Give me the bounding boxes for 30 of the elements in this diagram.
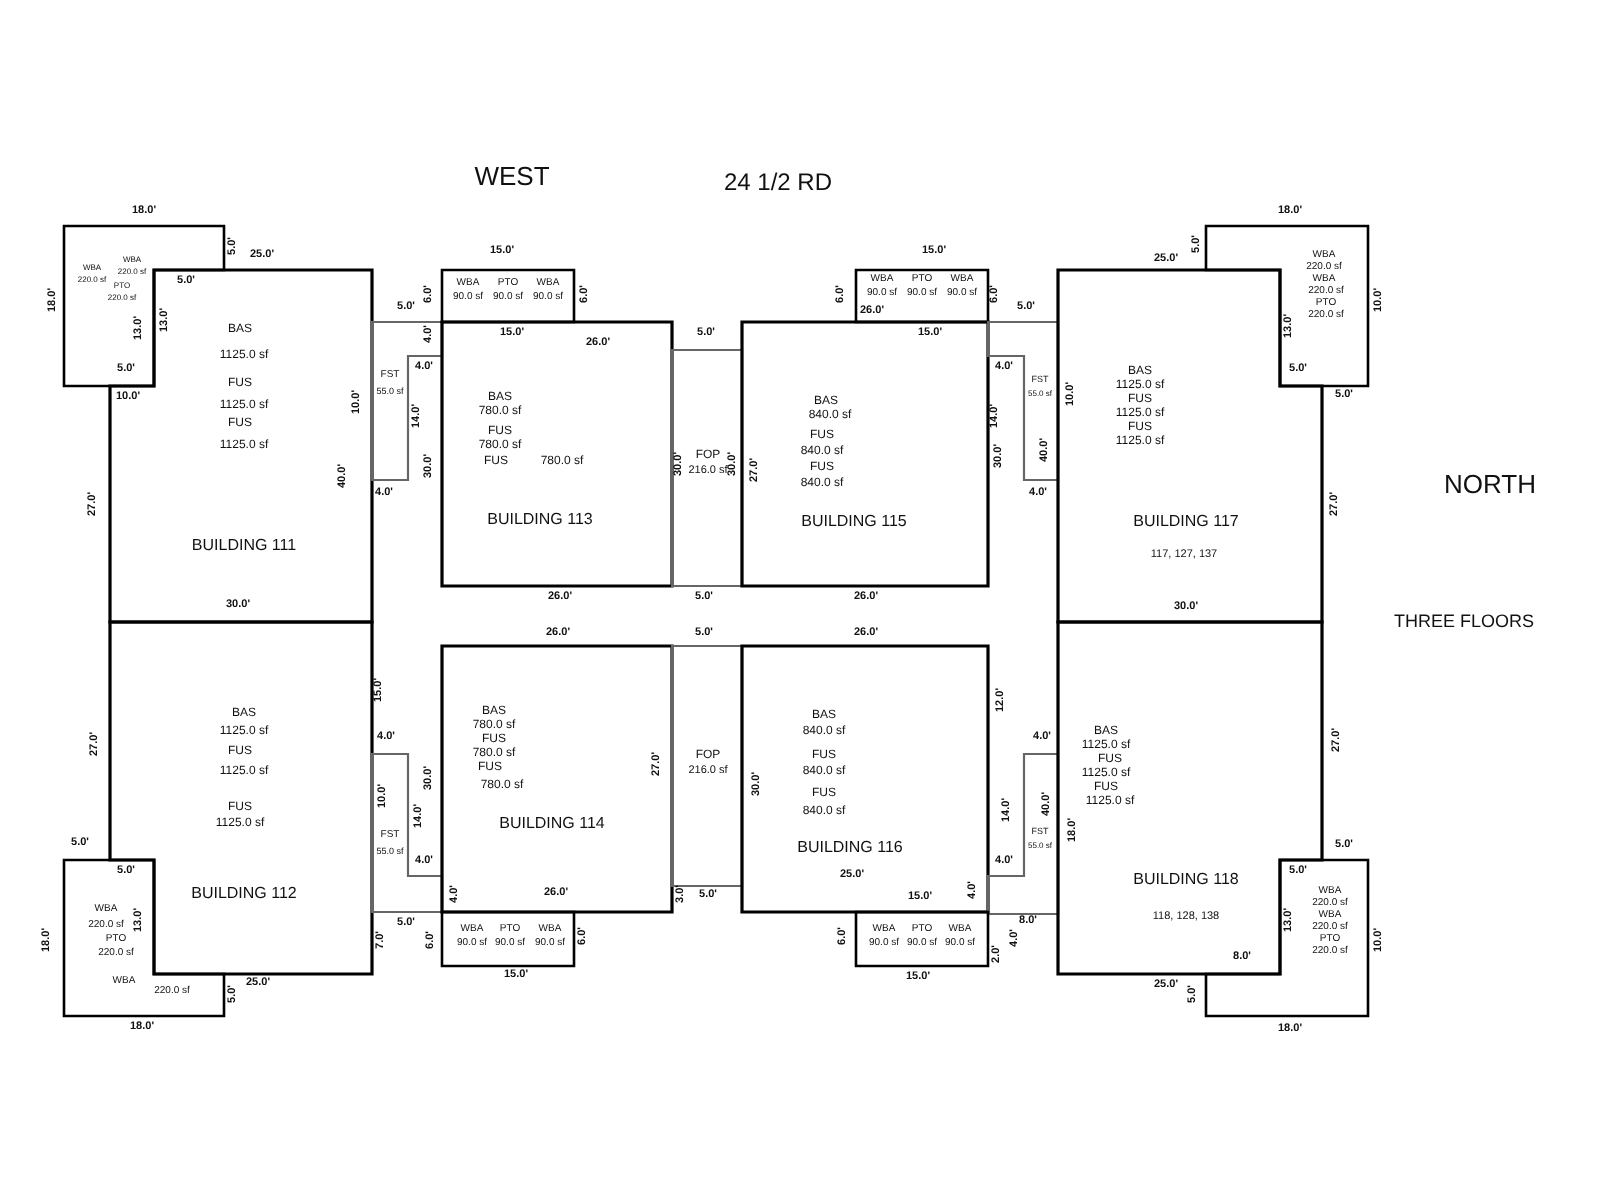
- building-name: BUILDING 117: [1133, 514, 1239, 530]
- note: THREE FLOORS: [1394, 613, 1534, 631]
- deck-outline: [372, 754, 442, 912]
- building-outline: [442, 322, 672, 586]
- building-name: BUILDING 114: [499, 816, 605, 832]
- building-name: BUILDING 118: [1133, 872, 1239, 888]
- deck-outline: [988, 754, 1058, 914]
- porch-outline: [856, 270, 988, 322]
- building-outline: [742, 646, 988, 912]
- porch-outline: [64, 226, 224, 386]
- direction-label: NORTH: [1444, 471, 1536, 497]
- deck-outline: [672, 350, 742, 586]
- building-name: BUILDING 111: [191, 538, 297, 554]
- building-name: BUILDING 113: [487, 512, 593, 528]
- direction-label: WEST: [474, 163, 550, 189]
- building-outline: [442, 646, 672, 912]
- street-label: 24 1/2 RD: [723, 170, 833, 194]
- deck-outline: [988, 322, 1058, 480]
- building-name: BUILDING 116: [797, 840, 903, 856]
- porch-outline: [1206, 860, 1368, 1016]
- porch-outline: [442, 912, 574, 966]
- deck-outline: [372, 322, 442, 480]
- building-name: BUILDING 115: [801, 514, 907, 530]
- porch-outline: [1206, 226, 1368, 386]
- deck-outline: [672, 646, 742, 886]
- building-outline: [742, 322, 988, 586]
- porch-outline: [442, 270, 574, 322]
- building-name: BUILDING 112: [191, 886, 297, 902]
- porch-outline: [856, 912, 988, 966]
- building-outline: [110, 270, 372, 622]
